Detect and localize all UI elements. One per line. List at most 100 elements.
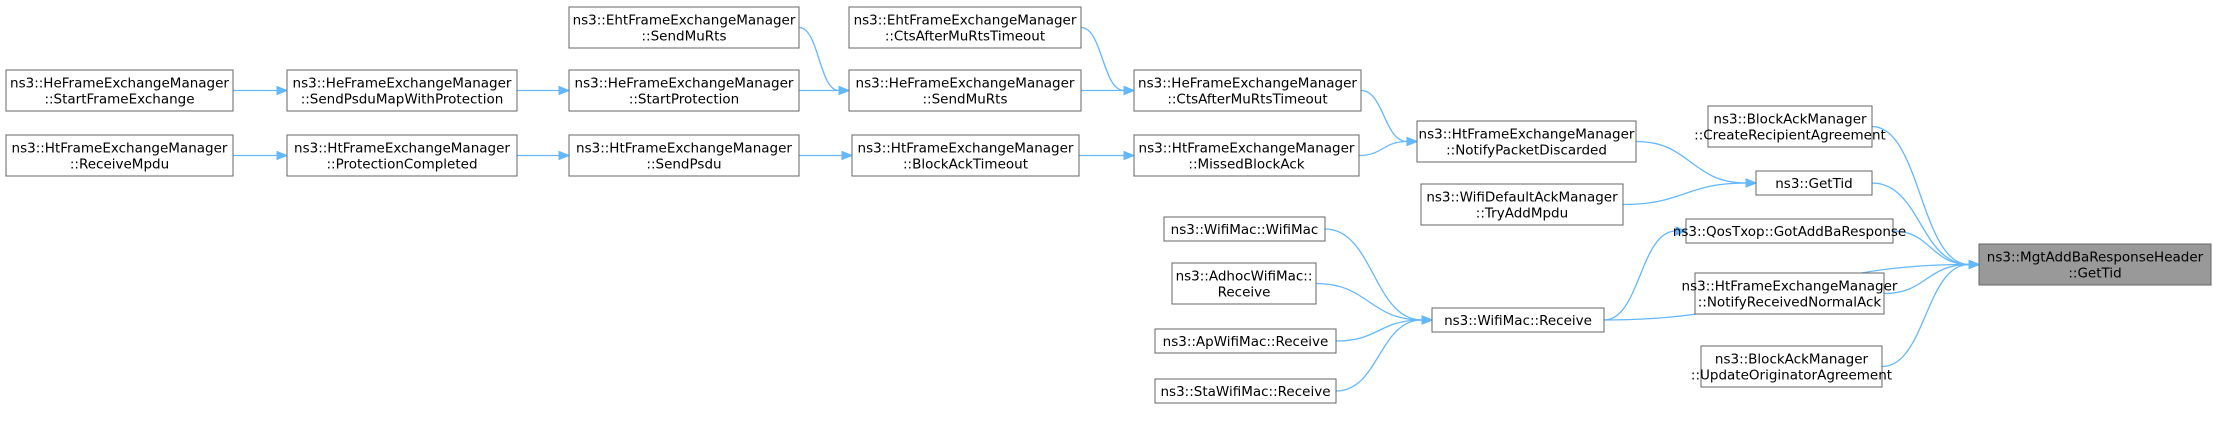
node-he-sendpsdumap[interactable]: ns3::HeFrameExchangeManager::SendPsduMap… bbox=[286, 69, 518, 112]
node-label: ::MissedBlockAck bbox=[1188, 157, 1304, 173]
node-ht-sendpsdu[interactable]: ns3::HtFrameExchangeManager::SendPsdu bbox=[568, 134, 800, 177]
node-label: ns3::BlockAckManager bbox=[1715, 352, 1869, 368]
node-qos-gotaddba[interactable]: ns3::QosTxop::GotAddBaResponse bbox=[1673, 218, 1906, 244]
node-box bbox=[1154, 378, 1337, 404]
node-box bbox=[568, 134, 800, 177]
node-label: ns3::HtFrameExchangeManager bbox=[1139, 141, 1355, 157]
node-label: ns3::HtFrameExchangeManager bbox=[1419, 127, 1635, 143]
node-gettid[interactable]: ns3::GetTid bbox=[1755, 170, 1873, 196]
edge-ht_notifypkt-to-gettid bbox=[1635, 140, 1747, 184]
node-label: ::CtsAfterMuRtsTimeout bbox=[1167, 92, 1327, 108]
node-sta-receive[interactable]: ns3::StaWifiMac::Receive bbox=[1154, 378, 1337, 404]
node-box bbox=[848, 69, 1082, 112]
node-box bbox=[1978, 243, 2212, 286]
node-box bbox=[1171, 262, 1317, 305]
arrowhead-qos_gotaddba bbox=[1675, 226, 1688, 236]
node-ap-receive[interactable]: ns3::ApWifiMac::Receive bbox=[1154, 328, 1337, 354]
node-label: ::StartProtection bbox=[629, 92, 739, 108]
edge-ap_receive-to-wifimac_receive bbox=[1335, 319, 1423, 342]
node-box bbox=[1154, 328, 1337, 354]
node-box bbox=[1755, 170, 1873, 196]
node-box bbox=[286, 69, 518, 112]
edge-he_ctsafter-to-ht_notifypkt bbox=[1360, 89, 1408, 143]
node-label: ns3::HtFrameExchangeManager bbox=[1682, 279, 1898, 295]
node-box bbox=[1685, 218, 1894, 244]
node-label: ::UpdateOriginatorAgreement bbox=[1691, 368, 1892, 384]
node-label: ns3::StaWifiMac::Receive bbox=[1160, 384, 1330, 400]
node-box bbox=[5, 134, 234, 177]
node-label: Receive bbox=[1218, 285, 1271, 301]
edge-wifidefault_tryadd-to-gettid bbox=[1622, 182, 1747, 206]
node-ht-blockacktimeout[interactable]: ns3::HtFrameExchangeManager::BlockAckTim… bbox=[851, 134, 1080, 177]
arrowhead-ht_blockacktimeout bbox=[841, 150, 854, 161]
node-ht-protectioncompleted[interactable]: ns3::HtFrameExchangeManager::ProtectionC… bbox=[286, 134, 518, 177]
node-label: ns3::EhtFrameExchangeManager bbox=[573, 13, 796, 29]
arrowhead-he_sendpsdumap bbox=[276, 85, 289, 96]
node-label: ::NotifyReceivedNormalAck bbox=[1698, 295, 1882, 311]
node-ht-missedblockack[interactable]: ns3::HtFrameExchangeManager::MissedBlock… bbox=[1133, 134, 1360, 177]
node-wifidefault-tryadd[interactable]: ns3::WifiDefaultAckManager::TryAddMpdu bbox=[1420, 183, 1624, 226]
node-label: ::TryAddMpdu bbox=[1476, 206, 1568, 222]
node-box bbox=[286, 134, 518, 177]
edge-wifimac_receive-to-qos_gotaddba bbox=[1603, 230, 1677, 321]
arrowhead-ht_missedblockack bbox=[1123, 150, 1136, 161]
edge-blockack_create-to-root bbox=[1871, 125, 1970, 266]
node-box bbox=[1133, 69, 1362, 112]
node-eht-sendmurts[interactable]: ns3::EhtFrameExchangeManager::SendMuRts bbox=[568, 6, 800, 49]
node-box bbox=[848, 6, 1082, 49]
edge-wifimac_wifimac-to-wifimac_receive bbox=[1324, 228, 1423, 321]
edge-ht_missedblockack-to-ht_notifypkt bbox=[1358, 140, 1408, 157]
node-label: ::CreateRecipientAgreement bbox=[1694, 128, 1886, 144]
node-ht-notifypkt[interactable]: ns3::HtFrameExchangeManager::NotifyPacke… bbox=[1416, 120, 1637, 163]
edge-gettid-to-root bbox=[1871, 182, 1970, 266]
node-label: ns3::HtFrameExchangeManager bbox=[858, 141, 1074, 157]
node-label: ns3::ApWifiMac::Receive bbox=[1163, 334, 1329, 350]
node-label: ns3::GetTid bbox=[1775, 176, 1853, 192]
arrowhead-ht_protectioncompleted bbox=[276, 150, 289, 161]
node-box bbox=[851, 134, 1080, 177]
node-label: ns3::WifiDefaultAckManager bbox=[1426, 190, 1618, 206]
node-label: ns3::EhtFrameExchangeManager bbox=[854, 13, 1077, 29]
node-box bbox=[1133, 134, 1360, 177]
edge-qos_gotaddba-to-root bbox=[1892, 230, 1970, 266]
node-box bbox=[1694, 272, 1885, 315]
arrowhead-ht_sendpsdu bbox=[558, 150, 571, 161]
node-label: ns3::BlockAckManager bbox=[1713, 112, 1867, 128]
node-label: ::GetTid bbox=[2068, 266, 2121, 282]
node-wifimac-receive[interactable]: ns3::WifiMac::Receive bbox=[1431, 307, 1605, 333]
node-ht-receivempdu[interactable]: ns3::HtFrameExchangeManager::ReceiveMpdu bbox=[5, 134, 234, 177]
node-ht-notifyrecv[interactable]: ns3::HtFrameExchangeManager::NotifyRecei… bbox=[1682, 272, 1898, 315]
node-label: ns3::WifiMac::WifiMac bbox=[1171, 222, 1319, 238]
node-label: ::SendPsdu bbox=[646, 157, 721, 173]
root-node[interactable]: ns3::MgtAddBaResponseHeader::GetTid bbox=[1978, 243, 2212, 286]
node-label: ns3::HeFrameExchangeManager bbox=[575, 76, 794, 92]
node-box bbox=[568, 69, 800, 112]
node-wifimac-wifimac[interactable]: ns3::WifiMac::WifiMac bbox=[1163, 216, 1326, 242]
node-he-sendmurts[interactable]: ns3::HeFrameExchangeManager::SendMuRts bbox=[848, 69, 1082, 112]
node-label: ::StartFrameExchange bbox=[44, 92, 194, 108]
edge-eht_sendmurts-to-he_sendmurts bbox=[798, 26, 840, 92]
node-box bbox=[1431, 307, 1605, 333]
node-label: ::SendMuRts bbox=[922, 92, 1007, 108]
node-he-startframe[interactable]: ns3::HeFrameExchangeManager::StartFrameE… bbox=[5, 69, 234, 112]
node-box bbox=[1700, 345, 1883, 388]
arrowhead-gettid bbox=[1745, 178, 1758, 188]
arrowhead-he_ctsafter bbox=[1123, 85, 1136, 96]
node-eht-ctsafter[interactable]: ns3::EhtFrameExchangeManager::CtsAfterMu… bbox=[848, 6, 1082, 49]
nodes-layer: ns3::MgtAddBaResponseHeader::GetTidns3::… bbox=[5, 6, 2212, 404]
node-box bbox=[1420, 183, 1624, 226]
edge-sta_receive-to-wifimac_receive bbox=[1335, 319, 1423, 392]
node-label: ns3::HeFrameExchangeManager bbox=[1138, 76, 1357, 92]
node-he-startprotection[interactable]: ns3::HeFrameExchangeManager::StartProtec… bbox=[568, 69, 800, 112]
node-label: ns3::HtFrameExchangeManager bbox=[294, 141, 510, 157]
node-label: ns3::HtFrameExchangeManager bbox=[576, 141, 792, 157]
node-label: ns3::AdhocWifiMac:: bbox=[1176, 269, 1313, 285]
edge-blockack_update-to-root bbox=[1881, 263, 1970, 368]
node-he-ctsafter[interactable]: ns3::HeFrameExchangeManager::CtsAfterMuR… bbox=[1133, 69, 1362, 112]
node-label: ::BlockAckTimeout bbox=[903, 157, 1028, 173]
node-adhoc-receive[interactable]: ns3::AdhocWifiMac::Receive bbox=[1171, 262, 1317, 305]
node-blockack-update[interactable]: ns3::BlockAckManager::UpdateOriginatorAg… bbox=[1691, 345, 1892, 388]
node-label: ::ProtectionCompleted bbox=[326, 157, 477, 173]
arrowhead-he_sendmurts bbox=[838, 85, 851, 96]
node-blockack-create[interactable]: ns3::BlockAckManager::CreateRecipientAgr… bbox=[1694, 105, 1886, 148]
